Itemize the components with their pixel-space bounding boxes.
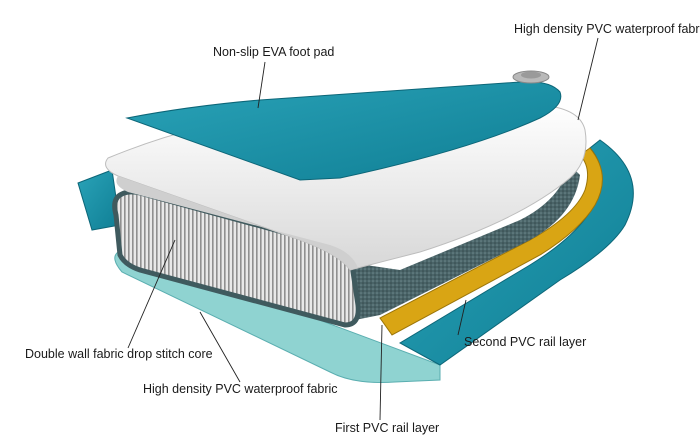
leash-plug-center — [521, 72, 541, 79]
label-second-rail: Second PVC rail layer — [464, 335, 586, 349]
label-bottom-pvc-skin: High density PVC waterproof fabric — [143, 382, 338, 396]
label-first-rail: First PVC rail layer — [335, 421, 439, 435]
label-top-pvc-skin: High density PVC waterproof fabric — [514, 22, 700, 36]
label-core: Double wall fabric drop stitch core — [25, 347, 213, 361]
label-foot-pad: Non-slip EVA foot pad — [213, 45, 334, 59]
